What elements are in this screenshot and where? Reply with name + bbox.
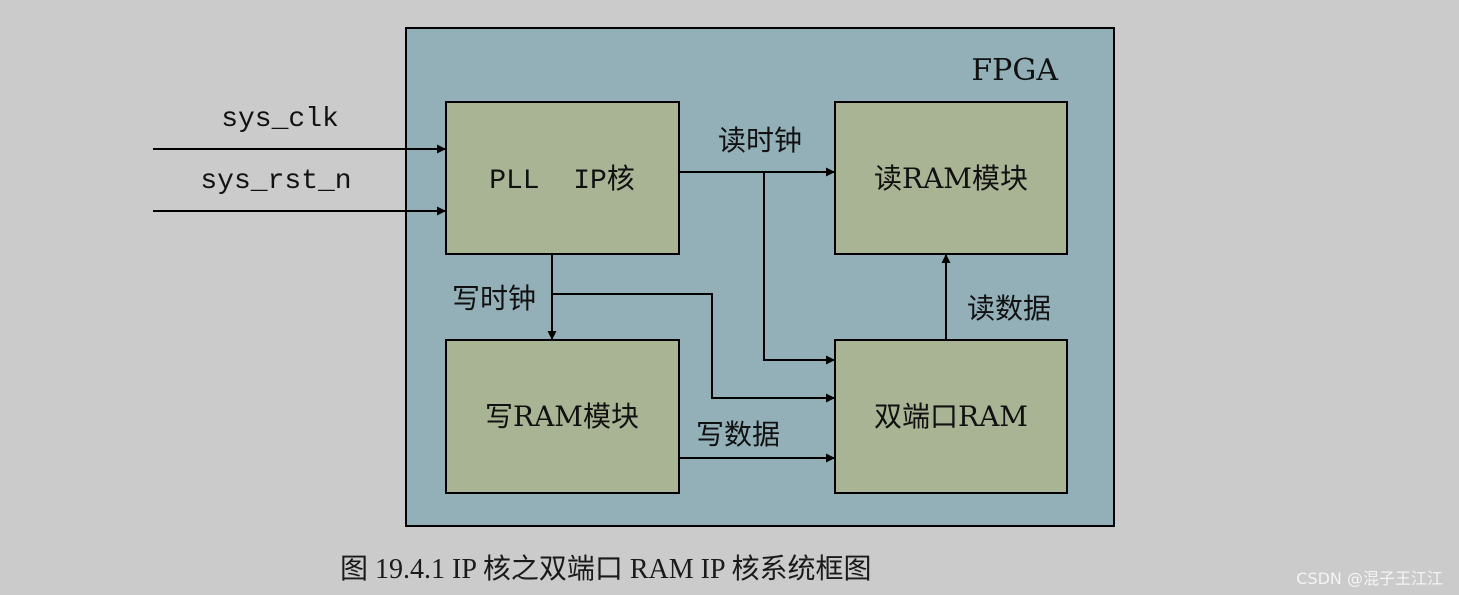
read-ram-module-label: 读RAM模块 [874, 162, 1028, 195]
read-clock-label: 读时钟 [718, 124, 802, 157]
dual-port-ram-label: 双端口RAM [874, 400, 1028, 433]
write-ram-module-block [445, 339, 680, 494]
sys-clk-label: sys_clk [221, 104, 339, 135]
write-ram-module-label: 写RAM模块 [485, 400, 639, 433]
write-clock-to-dual-ram-arrow [552, 293, 835, 403]
sys-rst-n-label: sys_rst_n [200, 166, 351, 197]
write-data-label: 写数据 [696, 418, 780, 451]
dual-port-ram-block [834, 339, 1068, 494]
fpga-label: FPGA [971, 53, 1058, 88]
pll-ip-core-label: PLL IP核 [489, 163, 635, 197]
csdn-watermark: CSDN @混子王江江 [1296, 569, 1443, 588]
figure-caption: 图 19.4.1 IP 核之双端口 RAM IP 核系统框图 [340, 554, 872, 585]
read-data-label: 读数据 [967, 292, 1051, 325]
pll-ip-core-block [445, 101, 680, 255]
read-clock-to-dual-ram-arrow [763, 172, 835, 365]
write-clock-label: 写时钟 [452, 282, 536, 315]
read-ram-module-block [834, 101, 1068, 255]
